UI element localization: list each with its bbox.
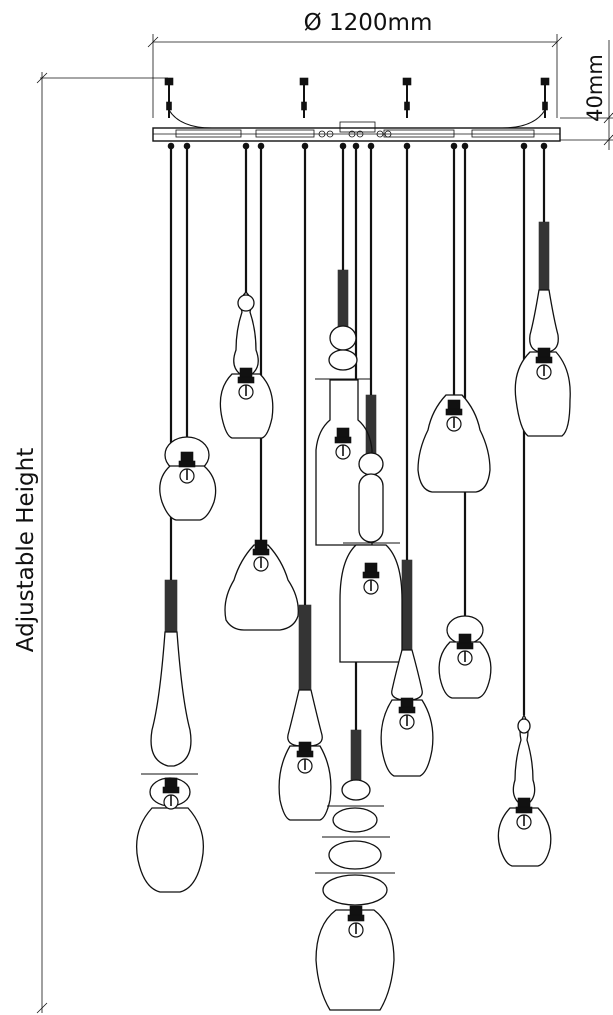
pendant-glass-13 — [514, 221, 571, 437]
ceiling-hook-4 — [540, 77, 550, 119]
pendant-glass-1 — [135, 579, 205, 893]
ceiling-hook-1 — [164, 77, 174, 119]
adjustable-height-dimension: Adjustable Height — [13, 72, 168, 1014]
ceiling-hook-2 — [299, 77, 309, 119]
ceiling-hook-3 — [402, 77, 412, 119]
pendant-glass-10 — [417, 394, 491, 493]
pendant-glass-9 — [380, 559, 434, 777]
pendant-glass-7 — [339, 394, 403, 663]
pendant-glass-3 — [219, 291, 274, 439]
ceiling-hooks — [164, 77, 550, 129]
canopy-bar — [152, 121, 561, 150]
pendant-glass-5 — [278, 604, 332, 821]
adjustable-height-label: Adjustable Height — [13, 448, 39, 652]
pendant-glass-12 — [497, 713, 552, 867]
canopy-height-dimension: 40mm — [560, 40, 613, 150]
diameter-label: Ø 1200mm — [304, 10, 433, 36]
pendant-glass-8 — [315, 729, 395, 1011]
pendant-glass-2 — [159, 436, 217, 521]
diameter-dimension: Ø 1200mm — [147, 10, 563, 118]
canopy-height-label: 40mm — [583, 54, 607, 122]
pendant-glass-6 — [315, 269, 373, 546]
pendant-glass-11 — [438, 615, 492, 699]
pendant-glass-4 — [224, 539, 299, 631]
